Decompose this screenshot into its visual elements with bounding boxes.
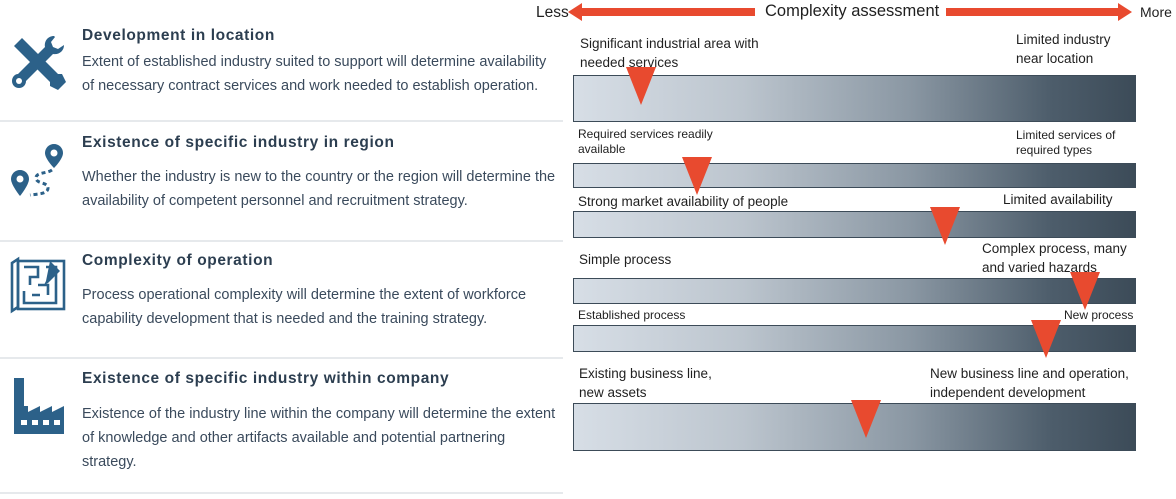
divider [0,120,563,122]
factor-description: Extent of established industry suited to… [82,54,547,94]
bar-right-label: New business line and operation, indepen… [930,366,1129,400]
tools-icon [12,36,66,90]
factor-title: Complexity of operation [82,252,274,269]
assessment-marker [625,67,656,105]
factor-title: Development in location [82,27,275,44]
bar-left-label: Required services readily available [578,127,713,156]
bar-right-label: Limited industry near location [1016,32,1111,66]
bar-left-label: Simple process [579,252,672,267]
assessment-marker [681,157,712,195]
more-label: More [1140,4,1172,20]
factory-icon [14,378,64,434]
bar-left-label: Strong market availability of people [578,194,789,209]
factor-description-region: Whether the industry is new to the count… [82,169,556,209]
less-label: Less [536,4,569,21]
divider [0,240,563,242]
assessment-bar [573,278,1136,304]
bar-left-label: Significant industrial area with needed … [580,36,759,70]
assessment-marker [1030,320,1061,358]
factor-description: Existence of the industry line within th… [82,406,556,470]
left-arrow-icon [568,3,755,21]
bar-right-label: New process [1064,308,1134,322]
divider [0,492,563,494]
assessment-bar [573,403,1136,451]
assessment-marker [929,207,960,245]
right-arrow-icon [946,3,1132,21]
factor-title: Existence of specific industry within co… [82,370,450,387]
bar-right-label: Limited services of required types [1016,128,1116,157]
bar-left-label: Existing business line, new assets [579,366,712,400]
divider [0,357,563,359]
complexity-assessment-title: Complexity assessment [765,2,940,20]
bar-right-label: Limited availability [1003,192,1113,207]
bar-left-label: Established process [578,308,686,322]
route-map-icon [11,144,63,197]
factor-description: Process operational complexity will dete… [82,287,527,327]
factor-title: Existence of specific industry in region [82,134,395,151]
assessment-marker [850,400,881,438]
assessment-marker [1070,272,1101,310]
bar-right-label: Complex process, many and varied hazards [982,241,1127,275]
assessment-bar [573,163,1136,188]
assessment-bar [573,211,1136,238]
assessment-bar [573,75,1136,122]
blueprint-icon [10,256,66,314]
